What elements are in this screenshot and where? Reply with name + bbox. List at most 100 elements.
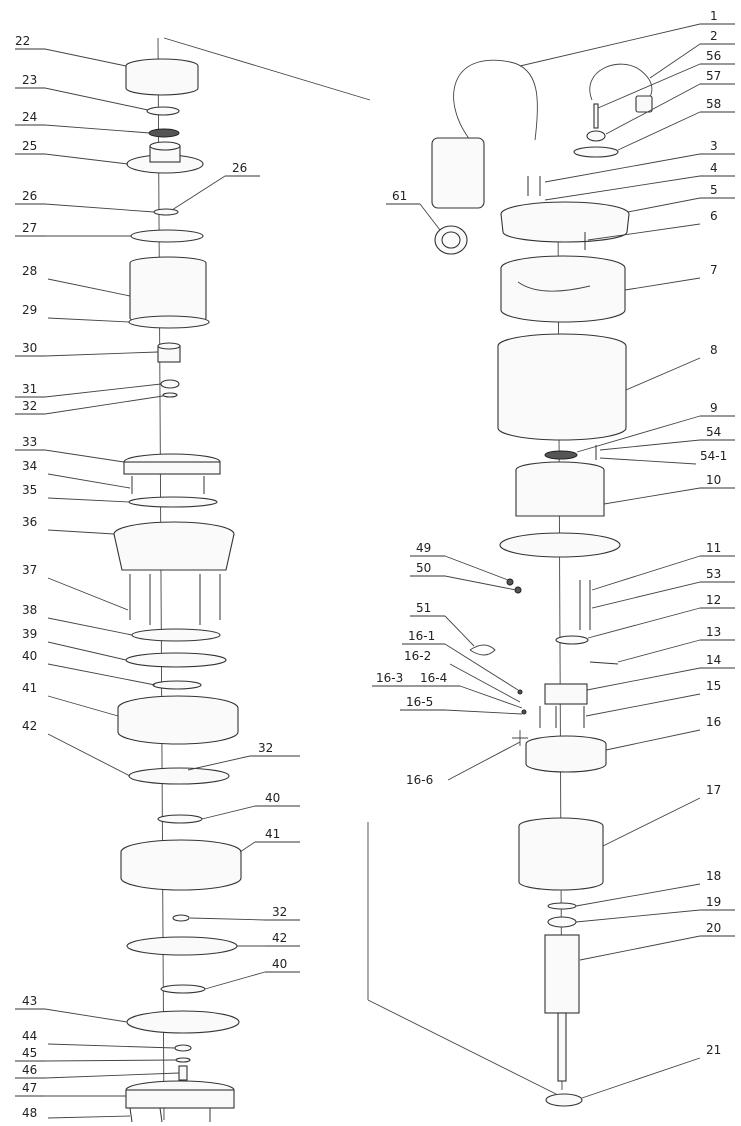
part-18-washer <box>547 902 577 910</box>
label-19: 19 <box>706 895 721 909</box>
left-assembly-axis <box>157 37 165 1121</box>
label-18: 18 <box>706 869 721 883</box>
label-61: 61 <box>392 189 407 203</box>
label-54-1: 54-1 <box>700 449 727 463</box>
label-30: 30 <box>22 341 37 355</box>
part-37-bolts <box>129 574 221 625</box>
left-callouts: 22 23 24 25 26 26 27 28 29 30 31 32 33 3… <box>15 34 300 1120</box>
label-34: 34 <box>22 459 37 473</box>
part-57-gland <box>586 130 606 142</box>
part-47-base <box>125 1080 235 1109</box>
part-13-wire <box>589 661 619 665</box>
label-54: 54 <box>706 425 721 439</box>
part-48-bolts <box>129 1107 211 1123</box>
part-40b-ring <box>157 814 203 824</box>
label-23: 23 <box>22 73 37 87</box>
label-41b: 41 <box>265 827 280 841</box>
label-32: 32 <box>22 399 37 413</box>
part-2-plug-cable <box>589 63 653 113</box>
part-26-washer <box>153 208 179 216</box>
label-31: 31 <box>22 382 37 396</box>
label-51: 51 <box>416 601 431 615</box>
part-41b-stage-bowl <box>120 839 242 891</box>
part-27-ring <box>130 229 204 243</box>
part-28-sleeve <box>129 256 207 325</box>
part-44-nut <box>174 1044 192 1052</box>
label-49: 49 <box>416 541 431 555</box>
part-16-bearing-cap <box>525 735 607 773</box>
part-45-washer <box>175 1057 191 1063</box>
label-6: 6 <box>710 209 718 223</box>
label-42b: 42 <box>272 931 287 945</box>
part-30-bushing <box>157 342 181 363</box>
part-24-ring <box>148 128 180 138</box>
label-26b: 26 <box>22 189 37 203</box>
label-53: 53 <box>706 567 721 581</box>
label-37: 37 <box>22 563 37 577</box>
part-42-impeller <box>128 767 230 785</box>
part-40c-ring <box>160 984 206 994</box>
label-16-3: 16-3 <box>376 671 403 685</box>
part-56-pin <box>593 103 599 129</box>
part-16-contacts <box>512 689 528 746</box>
label-16-2: 16-2 <box>404 649 431 663</box>
label-16-1: 16-1 <box>408 629 435 643</box>
label-26a: 26 <box>232 161 247 175</box>
label-12: 12 <box>706 593 721 607</box>
part-34-bolts <box>131 476 205 494</box>
label-35: 35 <box>22 483 37 497</box>
part-61-grommet <box>434 225 468 255</box>
label-5: 5 <box>710 183 718 197</box>
label-41: 41 <box>22 681 37 695</box>
label-32c: 32 <box>272 905 287 919</box>
part-20-rotor <box>544 934 580 1082</box>
label-16-6: 16-6 <box>406 773 433 787</box>
part-46-key <box>178 1065 188 1081</box>
label-48: 48 <box>22 1106 37 1120</box>
connector-top-diagonal <box>163 37 371 101</box>
label-32b: 32 <box>258 741 273 755</box>
part-15-screws <box>539 706 585 728</box>
right-callouts: 1 2 56 57 58 3 4 61 5 6 7 8 9 54 54-1 10… <box>372 9 735 1099</box>
label-14: 14 <box>706 653 721 667</box>
part-38-ring <box>131 628 221 642</box>
part-1-cable-float <box>431 59 538 209</box>
part-10-motor-housing <box>499 461 621 558</box>
part-39-impeller <box>125 652 227 668</box>
label-42: 42 <box>22 719 37 733</box>
label-40b: 40 <box>265 791 280 805</box>
label-1: 1 <box>710 9 718 23</box>
part-7-upper-housing <box>500 255 626 323</box>
label-11: 11 <box>706 541 721 555</box>
label-16: 16 <box>706 715 721 729</box>
label-7: 7 <box>710 263 718 277</box>
label-25: 25 <box>22 139 37 153</box>
label-22: 22 <box>15 34 30 48</box>
label-47: 47 <box>22 1081 37 1095</box>
part-31-nut <box>160 379 180 389</box>
part-41-stage-bowl <box>117 695 239 745</box>
label-21: 21 <box>706 1043 721 1057</box>
label-3: 3 <box>710 139 718 153</box>
part-3-screws <box>527 176 541 196</box>
part-19-bearing <box>547 916 577 928</box>
part-22-cap <box>125 58 199 96</box>
part-58-bracket <box>573 146 619 158</box>
label-40: 40 <box>22 649 37 663</box>
label-27: 27 <box>22 221 37 235</box>
label-38: 38 <box>22 603 37 617</box>
label-16-5: 16-5 <box>406 695 433 709</box>
label-50: 50 <box>416 561 431 575</box>
label-9: 9 <box>710 401 718 415</box>
label-10: 10 <box>706 473 721 487</box>
part-21-bearing <box>545 1093 583 1107</box>
label-40c: 40 <box>272 957 287 971</box>
part-8-outer-shell <box>497 333 627 441</box>
label-20: 20 <box>706 921 721 935</box>
label-56: 56 <box>706 49 721 63</box>
label-16-4: 16-4 <box>420 671 447 685</box>
part-33-diffuser <box>123 453 221 475</box>
label-29: 29 <box>22 303 37 317</box>
part-5-top-cover <box>500 201 630 243</box>
